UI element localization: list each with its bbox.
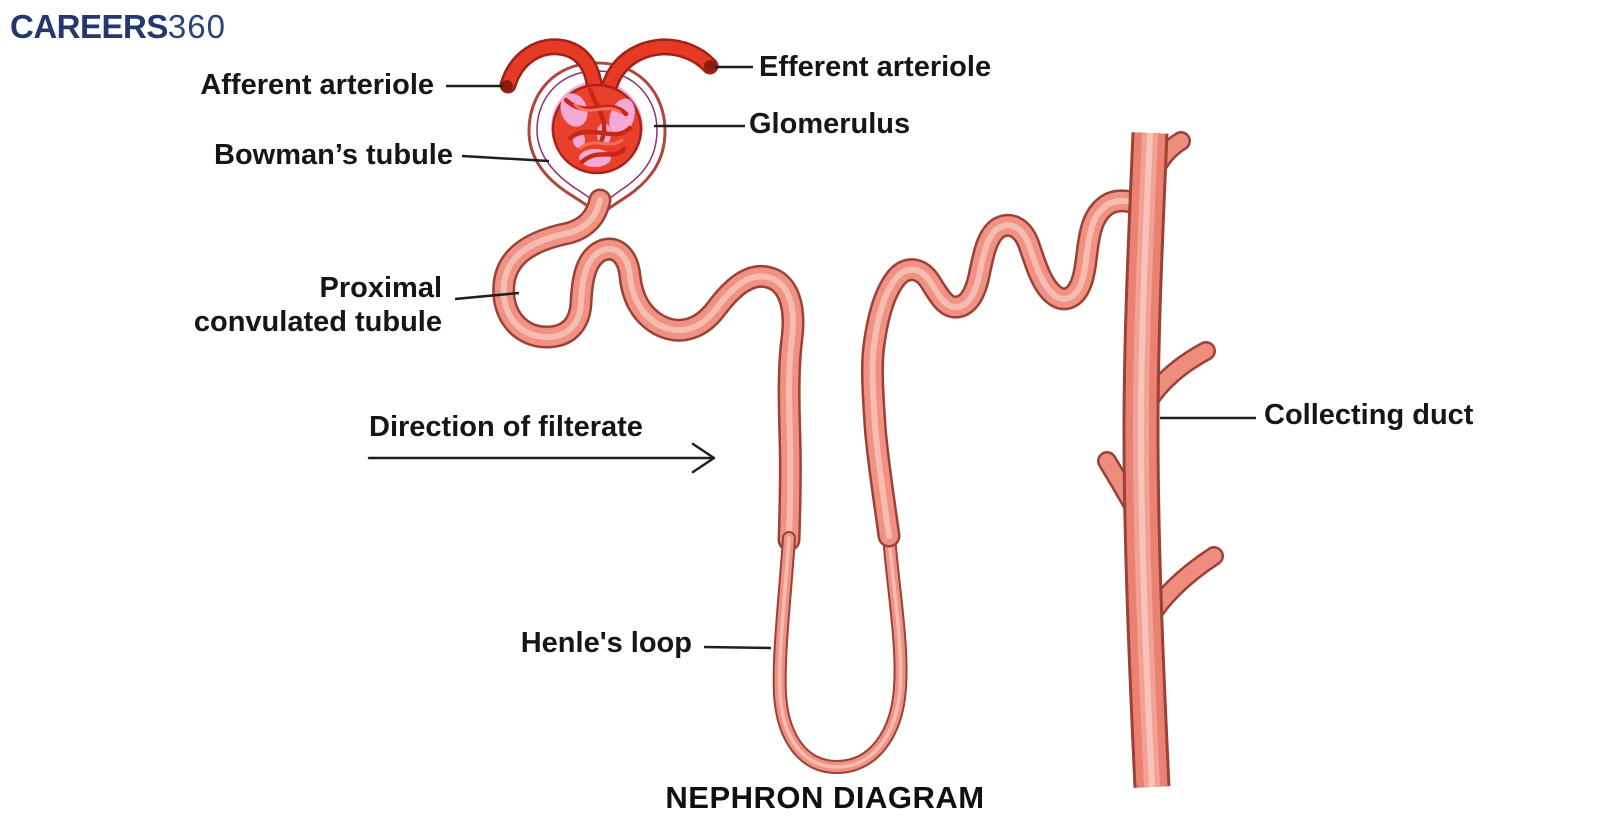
afferent-arteriole (501, 47, 598, 117)
direction-of-filtrate-label: Direction of filterate (369, 411, 643, 443)
proximal-label-line1: Proximal (319, 272, 443, 304)
proximal-convoluted-tubule-label: Proximal convulated tubule (150, 271, 442, 339)
right-arrow-icon (367, 442, 716, 474)
glomerulus-capillaries (551, 83, 643, 175)
proximal-label-line2: convulated tubule (193, 306, 442, 338)
afferent-arteriole-label: Afferent arteriole (200, 69, 434, 101)
leader-henles (703, 645, 772, 650)
proximal-convoluted-tubule (504, 200, 793, 540)
bowmans-tubule-label: Bowman’s tubule (214, 139, 453, 171)
henles-loop-tube (780, 536, 901, 767)
distal-convoluted-tubule (872, 201, 1151, 536)
henles-loop-label: Henle's loop (520, 627, 692, 659)
logo-suffix-text: 360 (167, 8, 226, 45)
careers360-logo: CAREERS360 (10, 8, 226, 46)
collecting-duct-tube (1107, 133, 1214, 787)
glomerulus-label: Glomerulus (749, 108, 911, 140)
label-leader-lines (446, 65, 1256, 650)
efferent-arteriole-label: Efferent arteriole (759, 51, 992, 83)
leader-proximal (454, 291, 520, 301)
logo-brand-text: CAREERS (10, 8, 168, 45)
collecting-duct-label: Collecting duct (1264, 399, 1474, 431)
leader-bowmans (461, 154, 550, 163)
efferent-arteriole (601, 47, 716, 114)
diagram-title: NEPHRON DIAGRAM (665, 780, 985, 815)
